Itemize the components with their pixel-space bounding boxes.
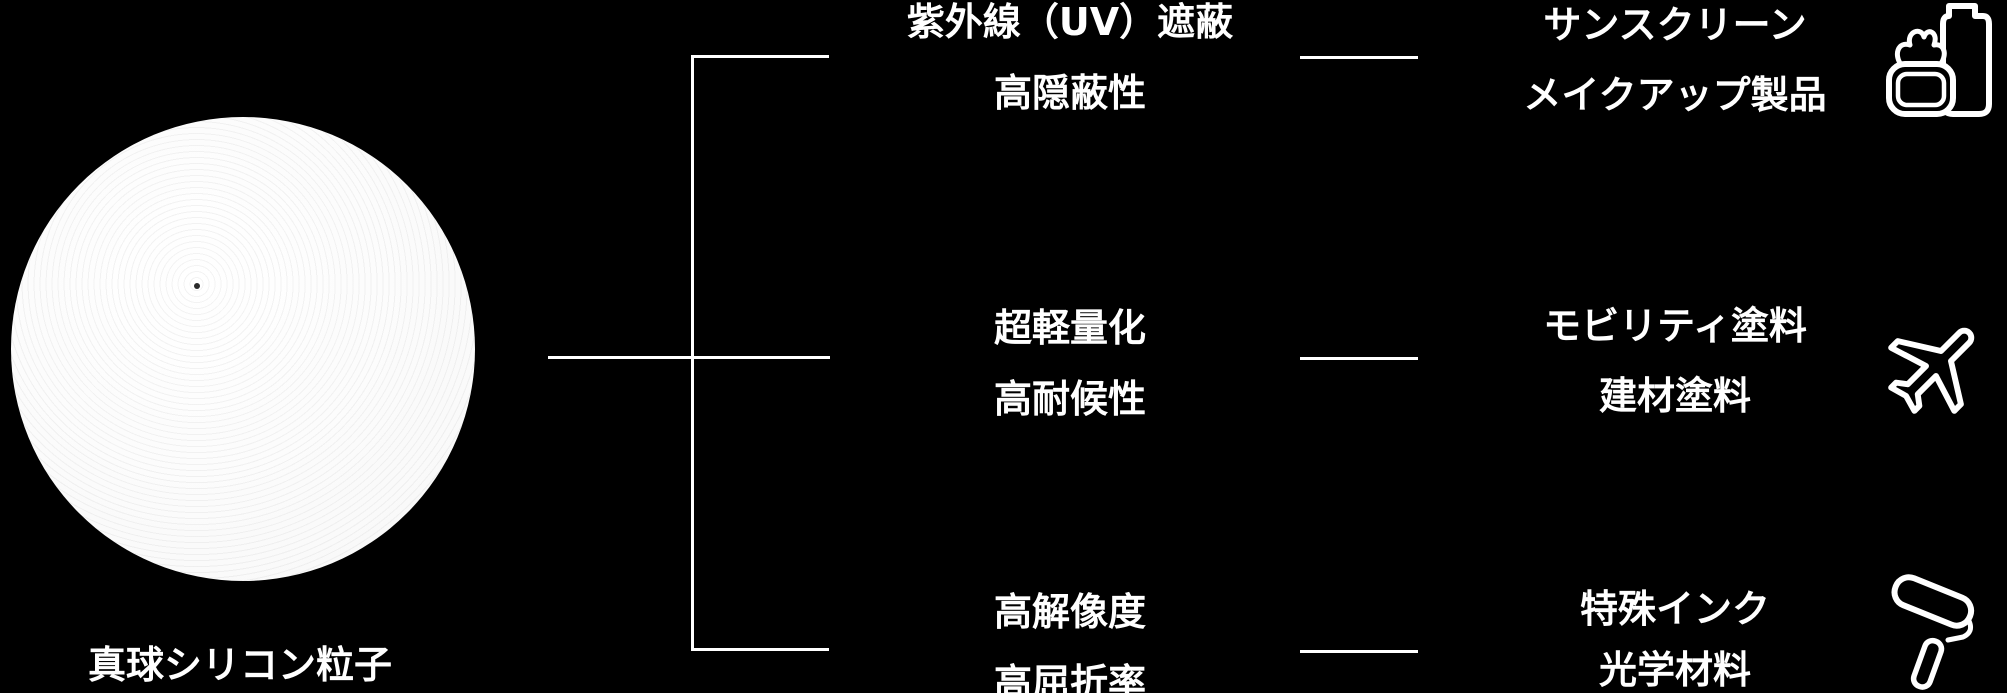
application-group-coatings: モビリティ塗料 建材塗料: [1495, 306, 1855, 416]
application-line: 光学材料: [1598, 648, 1751, 692]
particle-center-dot: [194, 283, 200, 289]
connector-line-middle: [1300, 357, 1418, 360]
cosmetics-icon: [1885, 2, 1995, 118]
feature-line: 超軽量化: [993, 306, 1146, 350]
bracket-stem-line: [548, 356, 830, 359]
bracket-branch-top-line: [691, 55, 829, 58]
feature-group-lightweight: 超軽量化 高耐候性: [890, 308, 1250, 419]
feature-group-uv: 紫外線（UV）遮蔽 高隠蔽性: [890, 2, 1250, 113]
application-line: 特殊インク: [1579, 587, 1770, 631]
application-group-cosmetics: サンスクリーン メイクアップ製品: [1495, 5, 1855, 115]
airplane-icon: [1860, 304, 2007, 426]
paint-roller-icon: [1888, 570, 1983, 693]
feature-line: 高解像度: [993, 590, 1146, 634]
feature-line: 高耐候性: [993, 377, 1146, 421]
application-line: サンスクリーン: [1543, 3, 1807, 47]
application-line: モビリティ塗料: [1543, 304, 1807, 348]
particle-label: 真球シリコン粒子: [87, 643, 392, 687]
feature-line: 高隠蔽性: [993, 71, 1146, 115]
particle-sphere: [11, 117, 475, 581]
application-group-ink: 特殊インク 光学材料: [1495, 589, 1855, 690]
connector-line-top: [1300, 56, 1418, 59]
connector-line-bottom: [1300, 650, 1418, 653]
application-line: 建材塗料: [1598, 374, 1751, 418]
bracket-branch-bottom-line: [691, 648, 829, 651]
feature-group-optical: 高解像度 高屈折率: [890, 592, 1250, 693]
feature-line: 高屈折率: [993, 661, 1146, 693]
application-line: メイクアップ製品: [1523, 73, 1827, 117]
bracket-vertical-line: [691, 55, 694, 651]
feature-line: 紫外線（UV）遮蔽: [906, 0, 1234, 44]
